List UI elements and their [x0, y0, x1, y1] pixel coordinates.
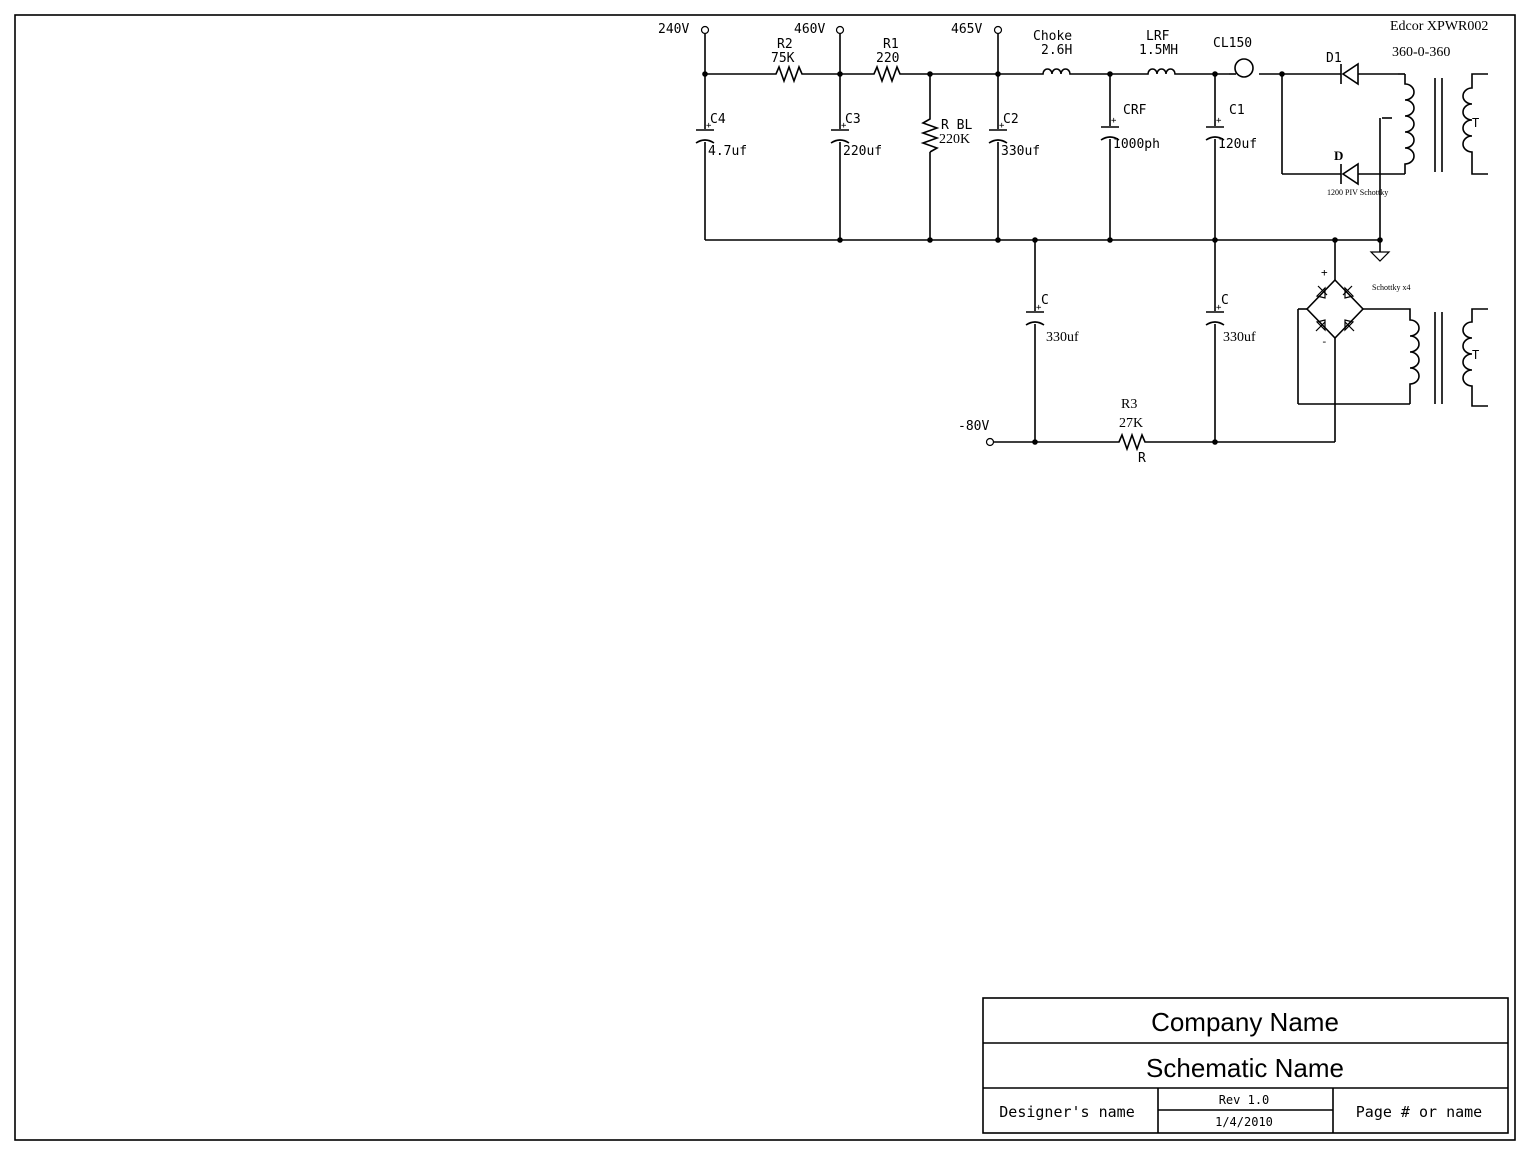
node-240v-label: 240V — [658, 22, 689, 37]
c4-ref: C4 — [710, 112, 726, 127]
terminals — [700, 25, 1003, 447]
r1-value: 220 — [876, 51, 899, 66]
capacitor-c1 — [1205, 126, 1225, 141]
crf-ref: CRF — [1123, 103, 1147, 118]
capacitor-c5 — [1025, 311, 1045, 326]
inductor-lrf — [1141, 68, 1181, 75]
c6-ref: C — [1221, 293, 1229, 308]
r2-ref: R2 — [777, 37, 793, 52]
resistor-r1 — [871, 64, 903, 84]
capacitor-c6 — [1205, 311, 1225, 326]
capacitor-c4 — [695, 129, 715, 144]
junction-dots — [702, 71, 1383, 445]
r3-sub: R — [1138, 451, 1146, 466]
svg-text:+: + — [1216, 303, 1222, 313]
c5-ref: C — [1041, 293, 1049, 308]
bridge-plus: + — [1321, 266, 1328, 279]
ground-icon — [1369, 251, 1391, 262]
choke-value: 2.6H — [1041, 43, 1072, 58]
capacitor-c3 — [830, 129, 850, 144]
c1-value: 120uf — [1218, 137, 1257, 152]
resistor-r2 — [773, 64, 803, 84]
bridge-minus: - — [1321, 335, 1328, 348]
thermistor-cl150 — [1234, 58, 1254, 78]
capacitor-crf — [1100, 126, 1120, 141]
bridge-rectifier-icon — [1305, 278, 1365, 340]
date: 1/4/2010 — [1215, 1115, 1273, 1129]
r2-value: 75K — [771, 51, 795, 66]
page-name: Page # or name — [1356, 1103, 1482, 1121]
resistor-r3 — [1116, 432, 1148, 452]
choke-ref: Choke — [1033, 29, 1072, 44]
svg-text:+: + — [841, 121, 847, 131]
capacitor-c2 — [988, 129, 1008, 144]
r3-ref: R3 — [1121, 397, 1137, 412]
company-name: Company Name — [1151, 1007, 1339, 1037]
node-465v-label: 465V — [951, 22, 982, 37]
lrf-value: 1.5MH — [1139, 43, 1178, 58]
c5-value: 330uf — [1046, 330, 1079, 345]
polarity-marks: + + + + + + + — [706, 116, 1222, 313]
d1-ref: D1 — [1326, 51, 1342, 66]
r3-value: 27K — [1119, 416, 1143, 431]
node-neg80v-label: -80V — [958, 419, 989, 434]
svg-text:+: + — [1111, 116, 1117, 126]
diode-d-icon — [1340, 162, 1359, 186]
d-note: 1200 PIV Schottky — [1327, 188, 1388, 197]
node-460v-label: 460V — [794, 22, 825, 37]
lrf-ref: LRF — [1146, 29, 1170, 44]
inductor-choke — [1041, 68, 1074, 75]
bridge-note: Schottky x4 — [1372, 283, 1410, 292]
d-ref: D — [1334, 148, 1343, 163]
labels: 240V 460V 465V -80V R2 75K R1 220 Choke … — [658, 19, 1488, 466]
sheet-border — [14, 14, 1516, 1141]
c4-value: 4.7uf — [708, 144, 747, 159]
wires — [704, 34, 1410, 443]
designer-name: Designer's name — [999, 1103, 1134, 1121]
c3-value: 220uf — [843, 144, 882, 159]
c3-ref: C3 — [845, 112, 861, 127]
c6-value: 330uf — [1223, 330, 1256, 345]
diode-d1-icon — [1340, 62, 1359, 86]
svg-text:+: + — [999, 121, 1005, 131]
crf-value: 1000ph — [1113, 137, 1160, 152]
c2-value: 330uf — [1001, 144, 1040, 159]
t2-ref: T — [1472, 348, 1479, 362]
rbl-value: 220K — [939, 132, 970, 147]
transformer-t1-icon — [1398, 73, 1488, 175]
c2-ref: C2 — [1003, 112, 1019, 127]
svg-text:+: + — [1216, 116, 1222, 126]
transformer-model: Edcor XPWR002 — [1390, 19, 1488, 34]
transformer-winding: 360-0-360 — [1392, 45, 1450, 60]
t1-ref: T — [1472, 116, 1479, 130]
c1-ref: C1 — [1229, 103, 1245, 118]
cl150-ref: CL150 — [1213, 36, 1252, 51]
revision: Rev 1.0 — [1219, 1093, 1270, 1107]
rbl-ref: R BL — [941, 118, 972, 133]
title-block: Company Name Schematic Name Designer's n… — [982, 997, 1509, 1134]
r1-ref: R1 — [883, 37, 899, 52]
svg-text:+: + — [1036, 303, 1042, 313]
svg-text:+: + — [706, 121, 712, 131]
schematic-name: Schematic Name — [1146, 1053, 1344, 1083]
transformer-t2-icon — [1395, 308, 1488, 407]
resistor-rbl — [920, 116, 940, 153]
